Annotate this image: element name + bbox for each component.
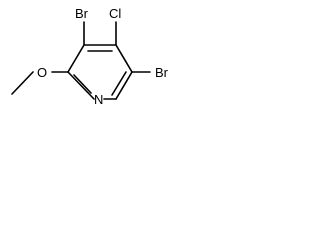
- chlorine-atom-label: Cl: [109, 6, 121, 21]
- bond-n1-c2-double: [73, 74, 92, 94]
- bond-n1-c2: [67, 71, 95, 100]
- chemical-structure-diagram: Br Cl Br O N: [11, 6, 169, 107]
- bond-c5-c6: [115, 71, 133, 100]
- bond-c2-c3: [67, 44, 85, 73]
- bond-o-methyl: [11, 71, 34, 95]
- nitrogen-atom-label: N: [94, 92, 103, 107]
- oxygen-atom-label: O: [37, 65, 47, 80]
- bond-c4-c5: [115, 44, 133, 73]
- bond-c5-c6-double: [111, 71, 127, 96]
- bromine-atom-label-right: Br: [155, 65, 169, 80]
- bromine-atom-label-top: Br: [75, 6, 89, 21]
